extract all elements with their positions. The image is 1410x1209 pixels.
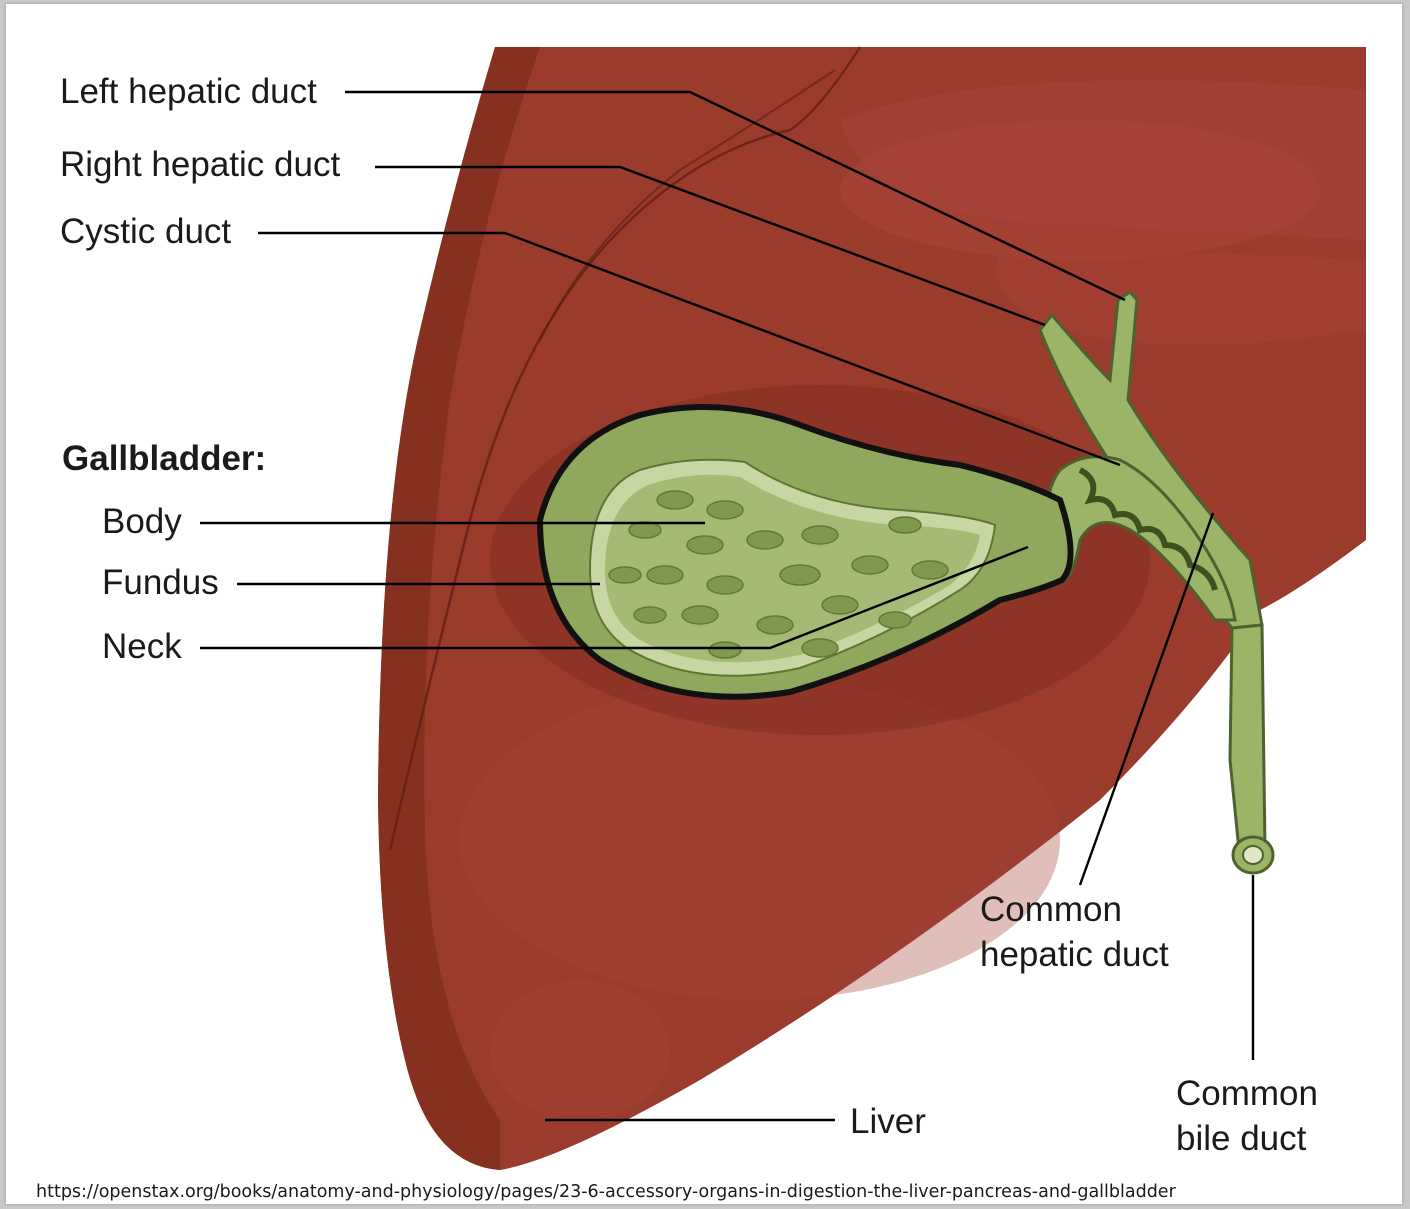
label-gallbladder-heading: Gallbladder: — [62, 441, 266, 476]
label-common-hepatic-duct: Common hepatic duct — [980, 888, 1169, 978]
label-right-hepatic-duct: Right hepatic duct — [60, 147, 340, 182]
label-body: Body — [102, 504, 182, 539]
source-url: https://openstax.org/books/anatomy-and-p… — [36, 1182, 1176, 1202]
label-left-hepatic-duct: Left hepatic duct — [60, 74, 317, 109]
figure-frame: Left hepatic duct Right hepatic duct Cys… — [6, 4, 1402, 1204]
label-fundus: Fundus — [102, 565, 219, 600]
anatomy-illustration — [6, 4, 1402, 1204]
label-cystic-duct: Cystic duct — [60, 214, 231, 249]
label-neck: Neck — [102, 629, 182, 664]
label-liver: Liver — [850, 1104, 926, 1139]
label-common-bile-duct: Common bile duct — [1176, 1072, 1318, 1162]
